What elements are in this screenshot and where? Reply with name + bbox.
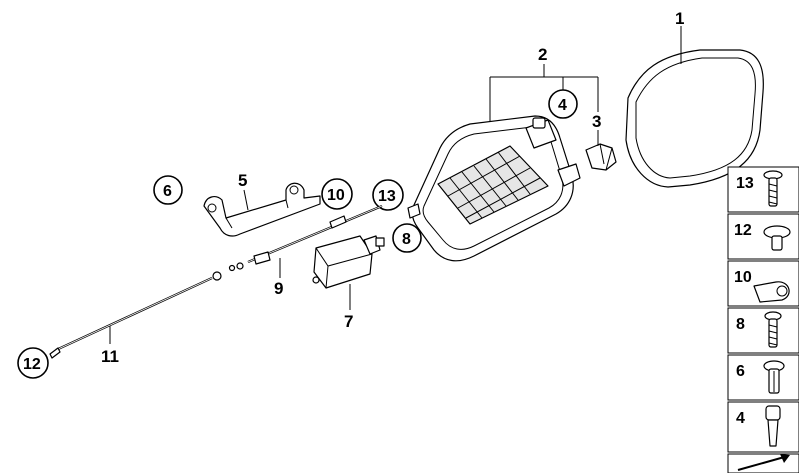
circle-callout-13 [372, 179, 404, 211]
part-11-emergency-release-cable[interactable] [49, 271, 222, 359]
spreader-nut-icon [765, 405, 781, 447]
self-tapping-screw-icon [764, 311, 782, 348]
panel-row-12[interactable] [727, 213, 799, 260]
circle-callout-6 [153, 175, 183, 205]
leader-line-5 [243, 189, 249, 211]
panel-label-10: 10 [734, 269, 752, 286]
cable-clip-icon [753, 281, 790, 303]
callout-9: 9 [274, 279, 283, 298]
part-2-filler-flap-housing[interactable] [407, 115, 581, 262]
callout-2-bracket [489, 64, 599, 124]
panel-label-12: 12 [734, 222, 752, 239]
rubber-buffer-icon [763, 225, 791, 251]
panel-row-8[interactable] [727, 307, 799, 354]
callout-7: 7 [344, 312, 353, 331]
callout-13: 13 [378, 188, 396, 205]
callout-4: 4 [558, 97, 567, 114]
circle-callout-4 [548, 89, 578, 119]
panel-label-6: 6 [736, 363, 745, 380]
part-3-retaining-clip[interactable] [585, 143, 617, 171]
circle-callout-10 [321, 178, 353, 210]
callout-5: 5 [238, 171, 247, 190]
callout-11: 11 [101, 347, 119, 366]
circle-callout-8 [392, 223, 422, 253]
part-5-mounting-bracket[interactable] [203, 182, 321, 237]
callout-6: 6 [163, 183, 172, 200]
part-9-actuator-rod[interactable] [228, 204, 383, 272]
small-parts-panel: 13 12 10 8 6 [727, 166, 799, 473]
panel-row-6[interactable] [727, 354, 799, 401]
part-1-filler-flap-cover[interactable] [625, 49, 764, 188]
panel-label-8: 8 [736, 316, 745, 333]
part-7-actuator-motor[interactable] [312, 235, 385, 289]
panel-row-4[interactable] [727, 401, 799, 453]
expanding-rivet-icon [763, 360, 785, 394]
callout-8: 8 [402, 231, 411, 248]
panel-label-4: 4 [736, 410, 745, 427]
arrow-icon [737, 454, 790, 471]
callout-3: 3 [592, 112, 601, 131]
screw-with-collar-icon [763, 170, 783, 207]
callout-12: 12 [23, 356, 41, 373]
callout-1: 1 [675, 9, 684, 28]
circle-callout-12 [17, 347, 49, 379]
callout-2: 2 [538, 45, 547, 64]
panel-label-13: 13 [736, 175, 754, 192]
callout-10: 10 [327, 187, 345, 204]
